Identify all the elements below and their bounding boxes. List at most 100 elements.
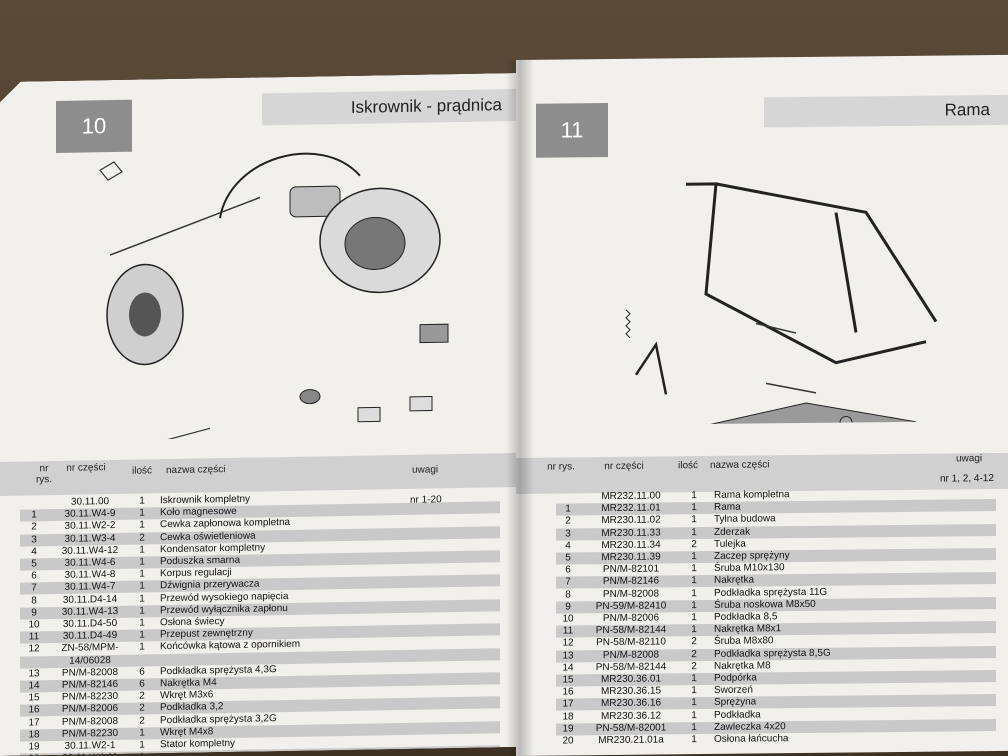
left-page: 10 Iskrownik - prądnica nr rys. nr częśc… [0,73,520,756]
cell-ilosc: 1 [691,721,697,733]
cell-ilosc: 1 [139,739,145,751]
cell-ilosc: 1 [691,709,697,721]
col-header-nr-czesci: nr części [66,462,106,474]
cell-nr-rys: 8 [31,594,37,607]
cell-nazwa: Śruba M10x130 [714,562,785,575]
cell-nr-czesci: PN/M-82230 [61,727,119,740]
cell-nr-czesci: MR230.36.12 [600,710,662,722]
cell-nazwa: Osłona łańcucha [714,733,789,745]
cell-nazwa: Śruba noskowa M8x50 [714,598,816,611]
cell-nr-czesci: MR230.36.16 [600,697,662,710]
cell-nr-rys: 17 [28,716,40,729]
cell-nazwa: Zderzak [714,526,751,538]
cell-ilosc: 1 [139,507,145,519]
cell-ilosc: 1 [139,495,145,507]
cell-ilosc: 2 [139,532,145,544]
cell-nr-rys: 2 [31,521,37,533]
cell-nr-czesci: 30.11.W2-1 [64,739,116,752]
cell-nr-czesci: PN/M-82006 [602,612,660,625]
cell-nr-rys: 10 [28,619,40,631]
cell-ilosc: 1 [139,605,145,617]
cell-ilosc: 2 [691,636,697,648]
cell-nazwa: Poduszka smarna [160,554,241,568]
exploded-diagram-ignition [90,133,490,440]
cell-nr-czesci: PN/M-82008 [602,588,660,600]
cell-ilosc: 1 [691,502,697,514]
cell-nazwa: Podkładka sprężysta 11G [714,586,828,599]
cell-nr-rys: 5 [565,552,571,564]
cell-ilosc: 1 [139,568,145,580]
cell-nazwa: Podkładka [714,709,761,721]
cell-ilosc: 2 [691,660,697,672]
cell-nr-czesci: 30.11.D4-14 [62,593,118,606]
cell-nr-rys: 14 [28,680,40,692]
cell-nr-rys: 4 [31,546,37,558]
cell-ilosc: 1 [139,556,145,568]
col-header-nazwa: nazwa części [166,464,226,477]
cell-nr-czesci: 30.11.00 [70,496,110,508]
cell-nazwa: Podkładka 3,2 [160,701,224,714]
cell-nazwa: Nakrętka M4 [160,677,217,690]
cell-nr-rys: 13 [28,668,40,680]
cell-nr-czesci: 30.11.W3-4 [64,532,116,545]
cell-nr-czesci: PN/M-82008 [61,715,119,728]
cell-nr-rys: 1 [565,503,571,515]
cell-nr-czesci: 30.11.W4-7 [64,581,116,594]
cell-nr-rys: 12 [562,637,574,649]
cell-nazwa: Nakrętka M8x1 [714,623,782,636]
cell-nr-czesci: MR230.21.01a [598,734,664,747]
cell-ilosc: 1 [691,526,697,538]
cell-nr-czesci: 14/06028 [69,654,111,667]
cell-nr-rys: 1 [31,509,37,521]
cell-nr-czesci: PN/M-82101 [602,563,660,576]
cell-nr-czesci: MR230.36.15 [600,685,662,698]
cell-nr-czesci: PN/M-82008 [602,649,660,661]
cell-nazwa: Koło magnesowe [160,506,237,519]
cell-nr-rys: 14 [562,662,574,674]
cell-ilosc: 2 [139,690,145,702]
cell-nr-rys: 19 [562,723,574,735]
cell-nr-rys: 18 [562,710,574,723]
col-header-nr-rys: nr rys. [547,461,575,473]
cell-nr-czesci: PN-58/M-82144 [595,624,667,637]
cell-nazwa: Tulejka [714,538,746,550]
book-gutter [506,60,534,756]
cell-nr-czesci: 30.11.W4-12 [61,544,119,557]
cell-ilosc: 1 [139,580,145,592]
note-right: nr 1, 2, 4-12 [940,472,994,485]
cell-ilosc: 1 [691,685,697,697]
cell-nazwa: Nakrętka M8 [714,660,771,672]
cell-nazwa: Wkręt M4x8 [160,726,214,739]
cell-nazwa: Podkładka 8,5 [714,611,778,623]
cell-ilosc: 1 [139,629,145,641]
cell-nr-rys: 16 [562,686,574,698]
cell-ilosc: 1 [691,697,697,709]
cell-ilosc: 1 [691,599,697,611]
exploded-diagram-frame [625,182,938,426]
cell-nr-rys: 17 [562,698,574,710]
cell-nazwa: Śruba M8x80 [714,635,774,648]
cell-ilosc: 1 [691,551,697,563]
cell-nr-rys: 15 [28,692,40,704]
cell-ilosc: 1 [691,514,697,526]
cell-nazwa: Sprężyna [714,696,757,709]
cell-ilosc: 2 [139,715,145,727]
cell-ilosc: 1 [691,612,697,624]
cell-nr-czesci: ZN-58/MPM- [61,642,119,655]
cell-nr-rys: 4 [565,540,571,552]
cell-nr-czesci: PN/M-82230 [61,691,119,704]
cell-nazwa: Sworzeń [714,684,753,697]
cell-ilosc: 6 [139,666,145,678]
cell-nr-czesci: PN/M-82006 [61,703,119,716]
cell-nr-rys: 13 [562,649,574,662]
cell-nr-czesci: PN/M-82008 [61,666,119,679]
right-page: 11 Rama nr rys. nr części ilość nazwa cz… [516,54,1008,756]
cell-ilosc: 1 [139,727,145,739]
cell-ilosc: 1 [691,563,697,575]
cell-nr-rys: 7 [31,582,37,594]
page-number-right: 11 [536,103,608,158]
cell-ilosc: 1 [691,624,697,636]
cell-nr-czesci: PN-58/M-82110 [596,636,666,649]
